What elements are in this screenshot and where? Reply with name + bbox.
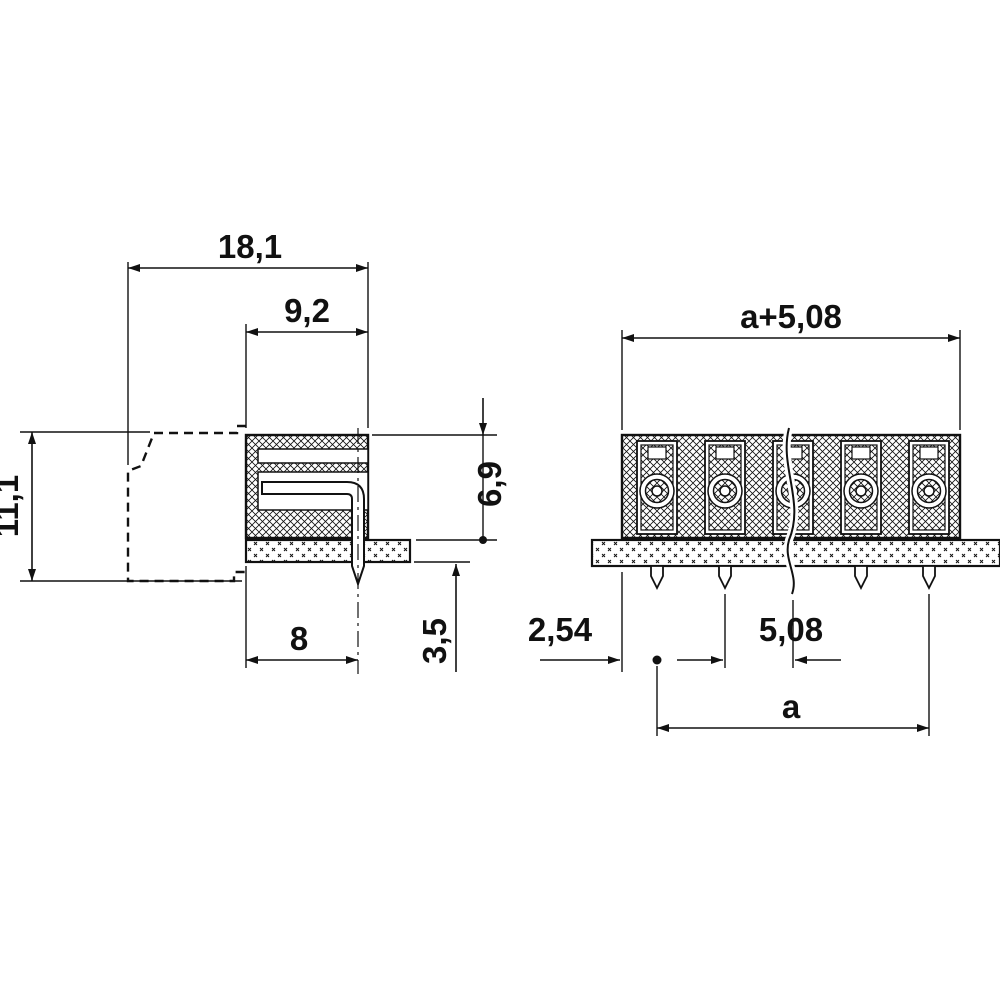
pcb-side bbox=[244, 538, 412, 564]
pcb-front bbox=[590, 538, 1000, 568]
dim-pin-span-label: a bbox=[782, 688, 801, 725]
break-line bbox=[782, 426, 799, 596]
dimension-insulator-height: 6,9 bbox=[372, 398, 508, 544]
solder-pins-front bbox=[650, 565, 936, 591]
solder-pin-5 bbox=[922, 565, 936, 591]
dimension-overall-length: a+5,08 bbox=[621, 298, 961, 430]
dimension-pin-span: a bbox=[656, 594, 930, 736]
dim-overall-width-label: 18,1 bbox=[218, 228, 282, 265]
dim-first-pin-offset-label: 2,54 bbox=[528, 611, 593, 648]
solder-pin-4 bbox=[854, 565, 868, 591]
side-view: 18,1 9,2 11,1 6,9 8 bbox=[0, 228, 508, 674]
dim-overall-length-label: a+5,08 bbox=[740, 298, 842, 335]
solder-pin-1 bbox=[650, 565, 664, 591]
dimension-first-pin-offset: 2,54 bbox=[528, 572, 662, 672]
pin-module-2 bbox=[704, 440, 746, 535]
dim-overall-height-label: 11,1 bbox=[0, 475, 25, 537]
front-view: a+5,08 2,54 5,08 a bbox=[528, 298, 1000, 736]
phantom-mating-connector-outline bbox=[126, 424, 246, 583]
pin-module-1 bbox=[636, 440, 678, 535]
dimension-pin-length: 3,5 bbox=[414, 561, 470, 672]
dimension-pin-pitch: 5,08 bbox=[677, 594, 841, 668]
dimension-overall-height: 11,1 bbox=[0, 431, 242, 582]
dimension-pin-to-edge: 8 bbox=[245, 566, 358, 668]
solder-pin-2 bbox=[718, 565, 732, 591]
dimension-overall-width: 18,1 bbox=[127, 228, 369, 465]
dim-pin-length-label: 3,5 bbox=[416, 618, 453, 664]
bent-solder-pin bbox=[261, 481, 365, 588]
dim-pin-to-edge-label: 8 bbox=[290, 620, 308, 657]
pin-module-5 bbox=[908, 440, 950, 535]
dim-insulator-height-label: 6,9 bbox=[471, 461, 508, 507]
dim-header-width-label: 9,2 bbox=[284, 292, 330, 329]
dim-pin-pitch-label: 5,08 bbox=[759, 611, 823, 648]
pin-module-4 bbox=[840, 440, 882, 535]
dimension-header-width: 9,2 bbox=[245, 292, 368, 428]
